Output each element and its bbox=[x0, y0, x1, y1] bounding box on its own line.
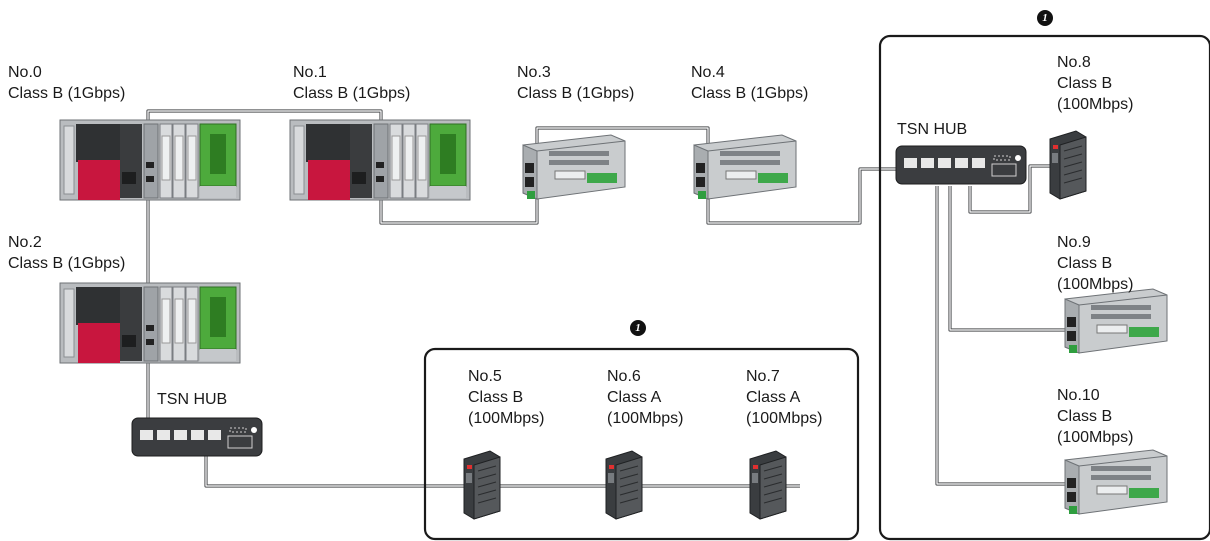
callout-right-group: 1 bbox=[1037, 10, 1053, 26]
device-label-no8: No.8 Class B (100Mbps) bbox=[1057, 52, 1133, 115]
device-class: Class B (1Gbps) bbox=[8, 255, 126, 272]
device-number: No.4 bbox=[691, 64, 725, 81]
device-class: Class B (1Gbps) bbox=[517, 85, 635, 102]
io-module-no4 bbox=[693, 134, 797, 200]
device-label-no4: No.4 Class B (1Gbps) bbox=[691, 62, 808, 104]
io-module-no3 bbox=[522, 134, 626, 200]
device-speed: (100Mbps) bbox=[1057, 276, 1134, 293]
device-speed: (100Mbps) bbox=[746, 410, 823, 427]
device-number: No.8 bbox=[1057, 54, 1091, 71]
device-speed: (100Mbps) bbox=[468, 410, 545, 427]
device-class: Class B (1Gbps) bbox=[691, 85, 809, 102]
plc-no2 bbox=[59, 282, 241, 364]
device-speed: (100Mbps) bbox=[1057, 429, 1134, 446]
device-number: No.0 bbox=[8, 64, 42, 81]
io-module-no9 bbox=[1064, 288, 1168, 354]
device-class: Class B bbox=[468, 389, 524, 406]
tsn-hub-left bbox=[131, 417, 263, 457]
device-label-no2: No.2 Class B (1Gbps) bbox=[8, 232, 125, 274]
device-number: No.5 bbox=[468, 368, 502, 385]
device-class: Class B (1Gbps) bbox=[8, 85, 126, 102]
plc-no1 bbox=[289, 119, 471, 201]
plc-no0 bbox=[59, 119, 241, 201]
device-number: No.6 bbox=[607, 368, 641, 385]
device-class: Class A bbox=[746, 389, 801, 406]
inverter-no6 bbox=[605, 450, 643, 520]
group-box-right bbox=[878, 34, 1210, 541]
device-number: No.1 bbox=[293, 64, 327, 81]
callout-bottom-group: 1 bbox=[630, 320, 646, 336]
device-label-no1: No.1 Class B (1Gbps) bbox=[293, 62, 410, 104]
device-class: Class B bbox=[1057, 255, 1113, 272]
device-number: No.2 bbox=[8, 234, 42, 251]
group-box-bottom bbox=[423, 347, 860, 541]
device-label-no0: No.0 Class B (1Gbps) bbox=[8, 62, 125, 104]
device-label-no10: No.10 Class B (100Mbps) bbox=[1057, 385, 1133, 448]
device-number: No.10 bbox=[1057, 387, 1100, 404]
tsn-hub-left-label: TSN HUB bbox=[157, 391, 228, 408]
inverter-no7 bbox=[749, 450, 787, 520]
device-class: Class A bbox=[607, 389, 662, 406]
device-label-no9: No.9 Class B (100Mbps) bbox=[1057, 232, 1133, 295]
device-speed: (100Mbps) bbox=[1057, 96, 1134, 113]
device-number: No.3 bbox=[517, 64, 551, 81]
device-class: Class B bbox=[1057, 75, 1113, 92]
device-label-no7: No.7 Class A (100Mbps) bbox=[746, 366, 822, 429]
inverter-no5 bbox=[463, 450, 501, 520]
device-speed: (100Mbps) bbox=[607, 410, 684, 427]
device-class: Class B (1Gbps) bbox=[293, 85, 411, 102]
device-number: No.9 bbox=[1057, 234, 1091, 251]
device-label-no6: No.6 Class A (100Mbps) bbox=[607, 366, 683, 429]
io-module-no10 bbox=[1064, 449, 1168, 515]
tsn-hub-right bbox=[895, 145, 1027, 185]
inverter-no8 bbox=[1049, 130, 1087, 200]
device-class: Class B bbox=[1057, 408, 1113, 425]
device-label-no3: No.3 Class B (1Gbps) bbox=[517, 62, 634, 104]
tsn-hub-right-label: TSN HUB bbox=[897, 121, 968, 138]
device-label-no5: No.5 Class B (100Mbps) bbox=[468, 366, 544, 429]
device-number: No.7 bbox=[746, 368, 780, 385]
